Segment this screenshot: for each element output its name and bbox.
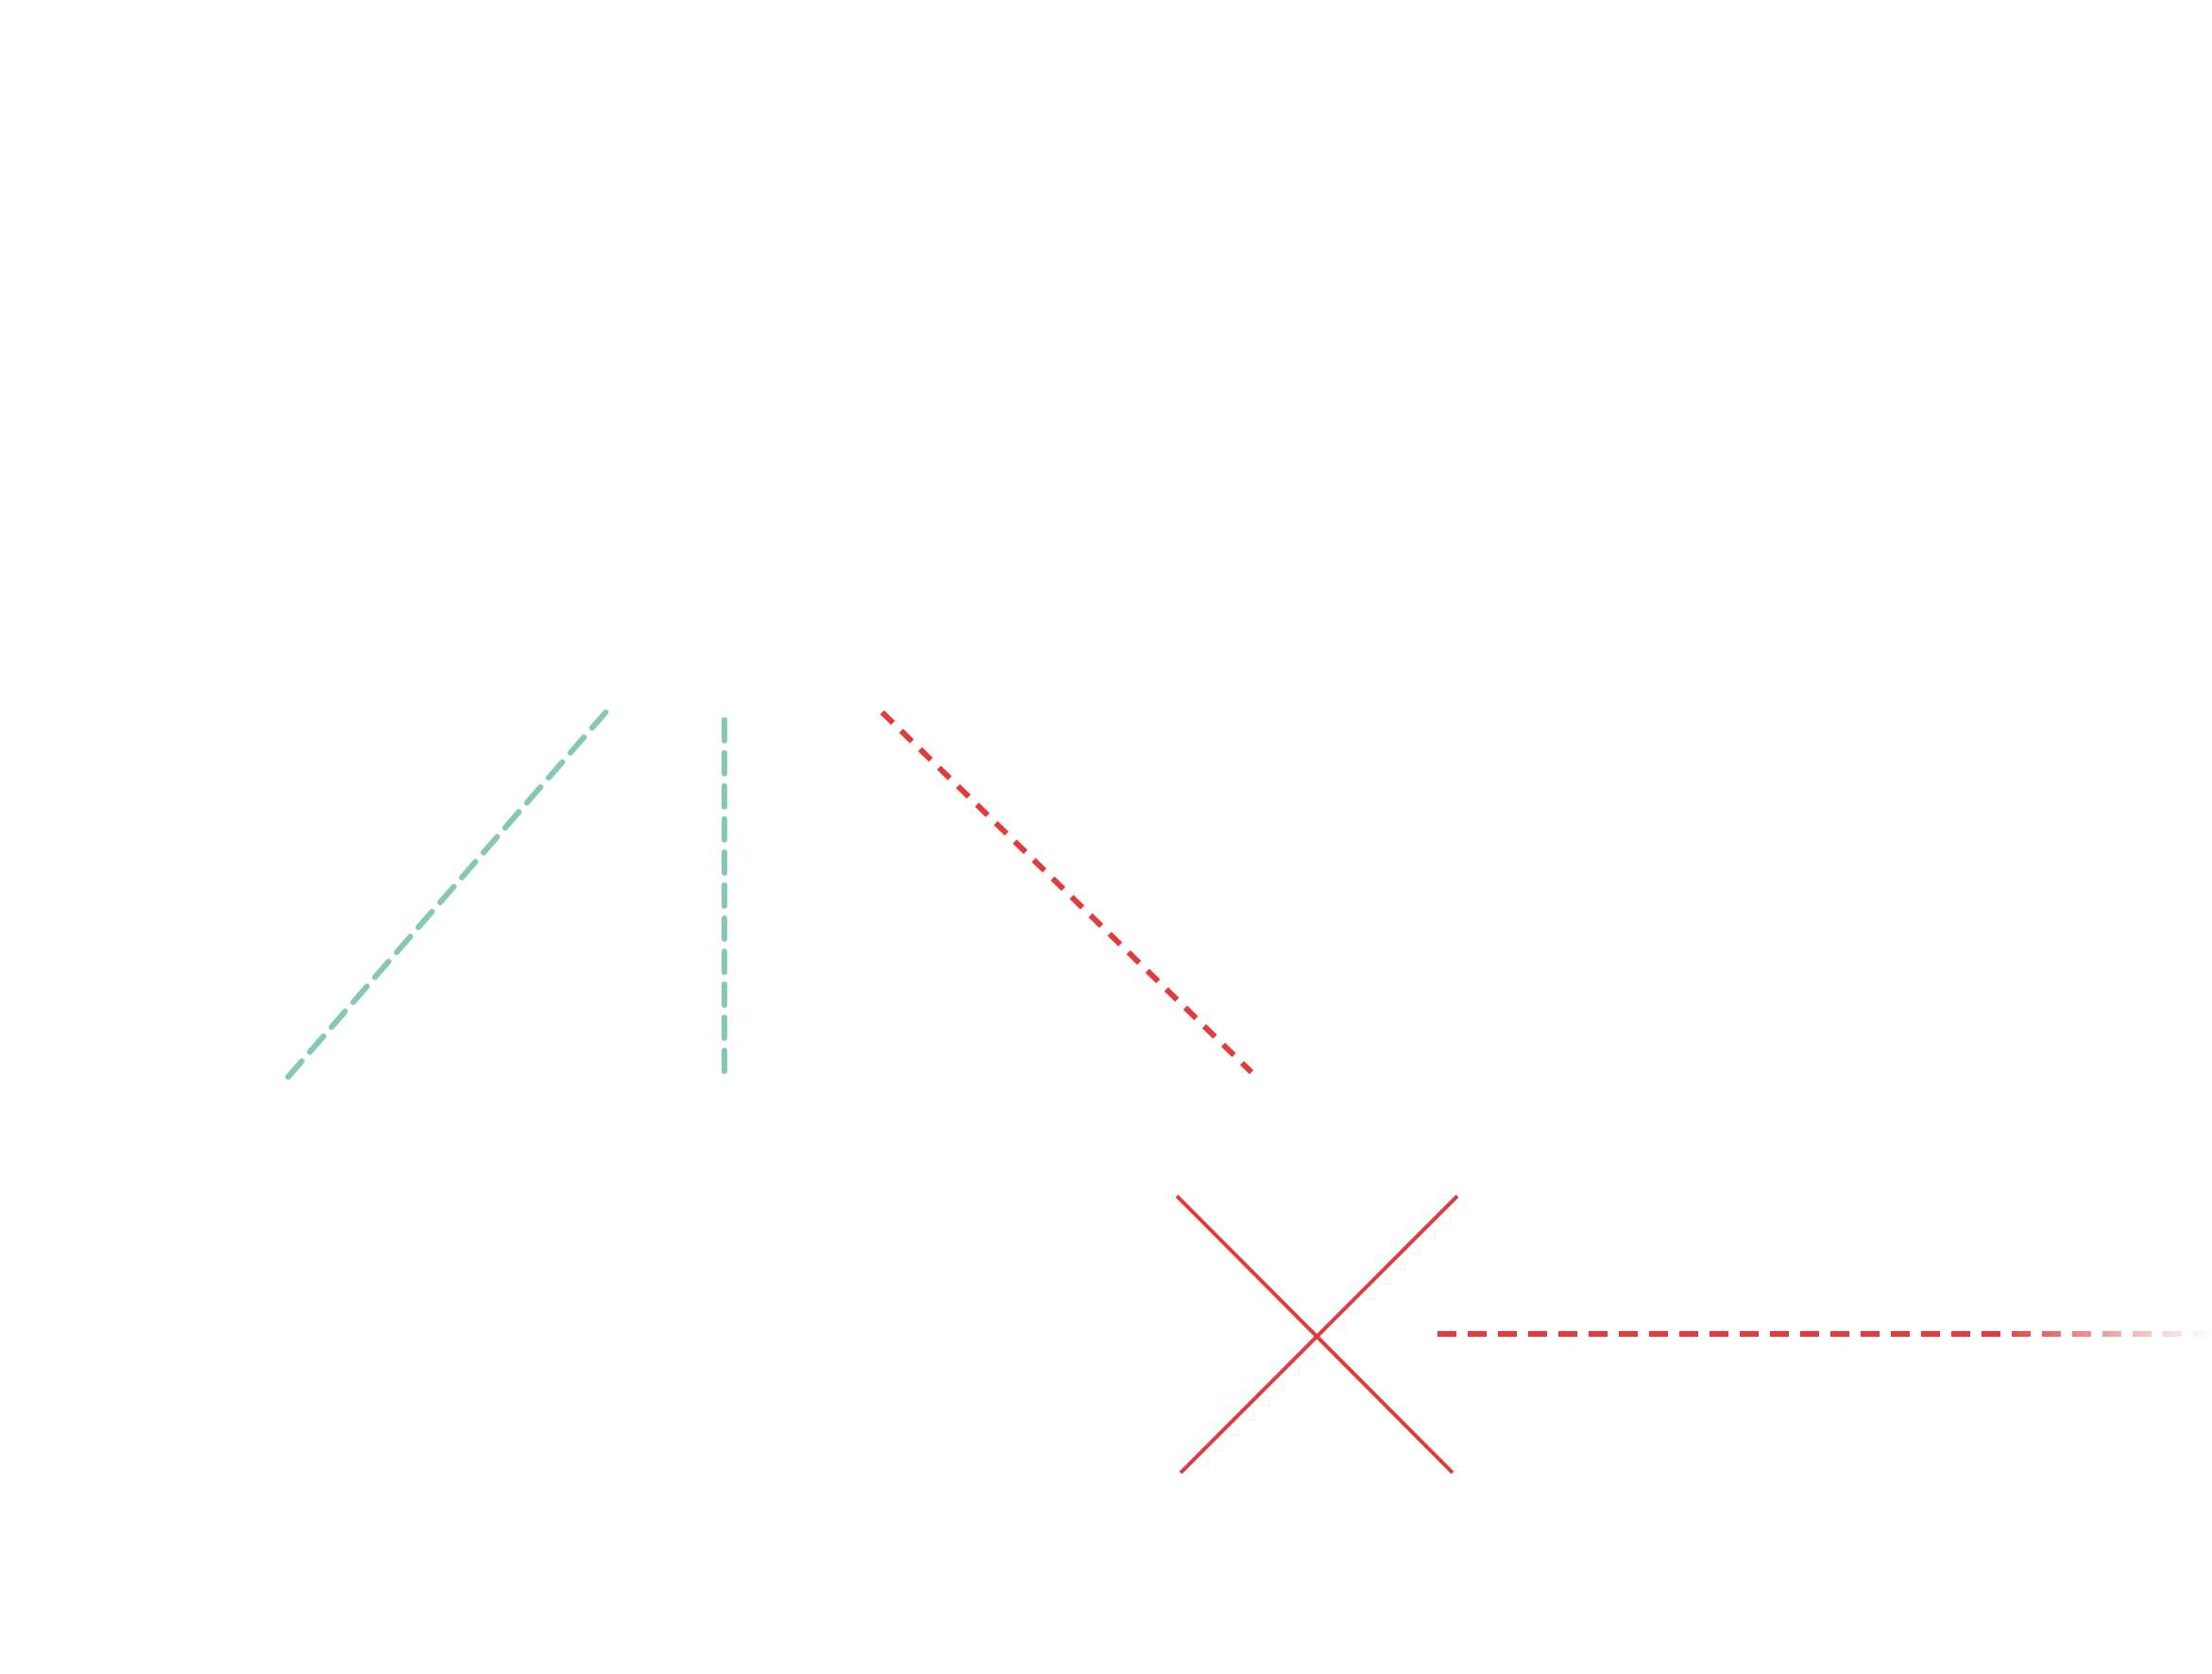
cross-stroke-2 xyxy=(1179,1194,1459,1475)
red-cross-mark xyxy=(1175,1194,1459,1475)
green-diagonal-dashed-line xyxy=(285,708,610,1080)
cross-stroke-1 xyxy=(1175,1194,1455,1475)
red-diagonal-dashed-line xyxy=(879,709,1254,1075)
